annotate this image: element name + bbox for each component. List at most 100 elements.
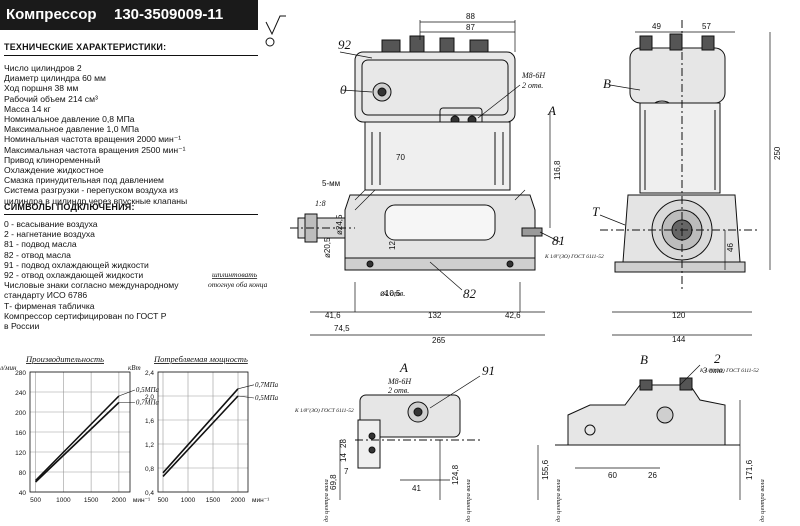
- shaft-note-b2: до центра вала: [759, 479, 766, 522]
- dim-74-5: 74,5: [334, 324, 350, 333]
- series-label: 0,7МПа: [136, 399, 160, 407]
- series-line: [162, 388, 239, 474]
- port-label-t: Т: [592, 204, 600, 219]
- dim-diameter-10-5: ø10,5: [380, 289, 401, 298]
- port-label-91: 91: [482, 363, 495, 378]
- dim-88: 88: [466, 12, 475, 21]
- series-leader: [118, 389, 135, 397]
- x-tick-label: 500: [158, 497, 169, 504]
- dim-250: 250: [773, 146, 782, 160]
- x-axis-label: мин⁻¹: [133, 497, 151, 504]
- spec-line: Номинальная частота вращения 2000 мин⁻¹: [4, 134, 182, 145]
- x-tick-label: 1000: [181, 497, 196, 504]
- thread-note: М8-6Н: [521, 71, 546, 80]
- specs-divider: [4, 55, 258, 56]
- series-leader: [237, 384, 255, 390]
- chart-title: Производительность: [25, 354, 104, 364]
- y-tick-label: 2,0: [145, 394, 154, 401]
- thread-spec-81: К 1/8"(ЗО) ГОСТ 6111-52: [544, 253, 604, 260]
- dim-42-6: 42,6: [505, 311, 521, 320]
- thread-note-a: М8-6Н: [387, 377, 412, 386]
- symbol-line: 82 - отвод масла: [4, 249, 71, 260]
- dim-26: 26: [648, 471, 657, 480]
- symbols-heading: СИМВОЛЫ ПОДКЛЮЧЕНИЯ:: [4, 202, 135, 212]
- x-tick-label: 1500: [206, 497, 221, 504]
- dim-69-8: 69,8: [329, 474, 338, 490]
- spec-line: Привод клиноременный: [4, 154, 101, 165]
- shaft-note-a2: до центра вала: [465, 479, 472, 522]
- thread-spec-91: К 1/8"(ЗО) ГОСТ 6111-52: [294, 407, 354, 414]
- dim-87: 87: [466, 23, 475, 32]
- y-tick-label: 280: [15, 370, 26, 377]
- dim-28: 28: [339, 439, 348, 448]
- symbol-line: 81 - подвод масла: [4, 239, 77, 250]
- roughness-symbol: [265, 15, 286, 47]
- leader-lines: [339, 51, 701, 409]
- thread-spec-2: К 1/8"(ЗО) ГОСТ 6111-52: [699, 367, 759, 374]
- view-a: [355, 394, 480, 469]
- spec-line: Масса 14 кг: [4, 103, 51, 114]
- dimension-lines: [310, 20, 771, 500]
- view-a-title: А: [399, 360, 408, 375]
- x-tick-label: 2000: [112, 497, 127, 504]
- dim-60: 60: [608, 471, 617, 480]
- dim-taper: 1:8: [315, 199, 326, 208]
- y-tick-label: 0,8: [145, 466, 154, 473]
- side-view: [600, 20, 760, 290]
- dim-12: 12: [388, 241, 397, 250]
- port-label-82: 82: [463, 286, 477, 301]
- holes-note-c: 4 отв.: [384, 289, 405, 298]
- spec-line: Смазка принудительная под давлением: [4, 175, 164, 186]
- symbol-line: Т- фирменая табличка: [4, 300, 95, 311]
- shaft-note-a1: до центра вала: [323, 479, 330, 522]
- dim-116-8: 116,8: [553, 160, 562, 180]
- port-label-2: 2: [714, 351, 721, 366]
- spec-line: Рабочий объем 214 см³: [4, 93, 98, 104]
- symbol-line: Компрессор сертифицирован по ГОСТ Р: [4, 310, 167, 321]
- y-tick-label: 160: [15, 430, 26, 437]
- x-tick-label: 1000: [56, 497, 71, 504]
- series-line: [162, 395, 239, 477]
- dim-41-6: 41,6: [325, 311, 341, 320]
- spec-line: Охлаждение жидкостное: [4, 165, 104, 176]
- dim-49: 49: [652, 22, 661, 31]
- holes-note-b: 3 отв.: [702, 366, 724, 375]
- shaft-note-b1: до центра вала: [555, 479, 562, 522]
- series-leader: [237, 395, 255, 399]
- plot-frame: [29, 371, 131, 493]
- dim-132: 132: [428, 311, 442, 320]
- dim-265: 265: [432, 336, 446, 345]
- x-axis-label: мин⁻¹: [252, 497, 270, 504]
- y-tick-label: 120: [15, 450, 26, 457]
- chart-title: Потребляемая мощность: [153, 354, 248, 364]
- x-tick-label: 1500: [84, 497, 99, 504]
- y-tick-label: 40: [19, 490, 27, 497]
- spec-line: Диаметр цилиндра 60 мм: [4, 73, 106, 84]
- view-b-title: В: [640, 352, 648, 367]
- port-label-81: 81: [552, 233, 565, 248]
- dim-7: 7: [344, 467, 349, 476]
- symbol-line: стандарту ИСО 6786: [4, 290, 88, 301]
- dim-155-6: 155,6: [541, 459, 550, 480]
- symbol-line: в России: [4, 321, 40, 332]
- symbol-line: 0 - всасывание воздуха: [4, 219, 98, 229]
- y-axis-label: л/мин: [0, 364, 17, 372]
- symbol-line: 2 - нагнетание воздуха: [4, 229, 95, 240]
- dim-144: 144: [672, 335, 686, 344]
- y-tick-label: 80: [19, 470, 27, 477]
- spec-line: Номинальное давление 0,8 МПа: [4, 114, 135, 125]
- dim-124-8: 124,8: [451, 464, 460, 485]
- y-tick-label: 1,2: [145, 442, 154, 449]
- product-title: Компрессор: [6, 6, 97, 23]
- dim-46: 46: [726, 243, 735, 252]
- dim-57: 57: [702, 22, 711, 31]
- dim-5mm: 5-мм: [322, 179, 340, 188]
- spec-line: Максимальное давление 1,0 МПа: [4, 124, 139, 135]
- part-number: 130-3509009-11: [114, 6, 224, 23]
- symbols-list: 0 - всасывание воздуха 2 - нагнетание во…: [4, 219, 179, 331]
- holes-note-a: 2 отв.: [388, 386, 409, 395]
- y-axis-label: кВт: [128, 364, 141, 372]
- series-line: [34, 395, 120, 482]
